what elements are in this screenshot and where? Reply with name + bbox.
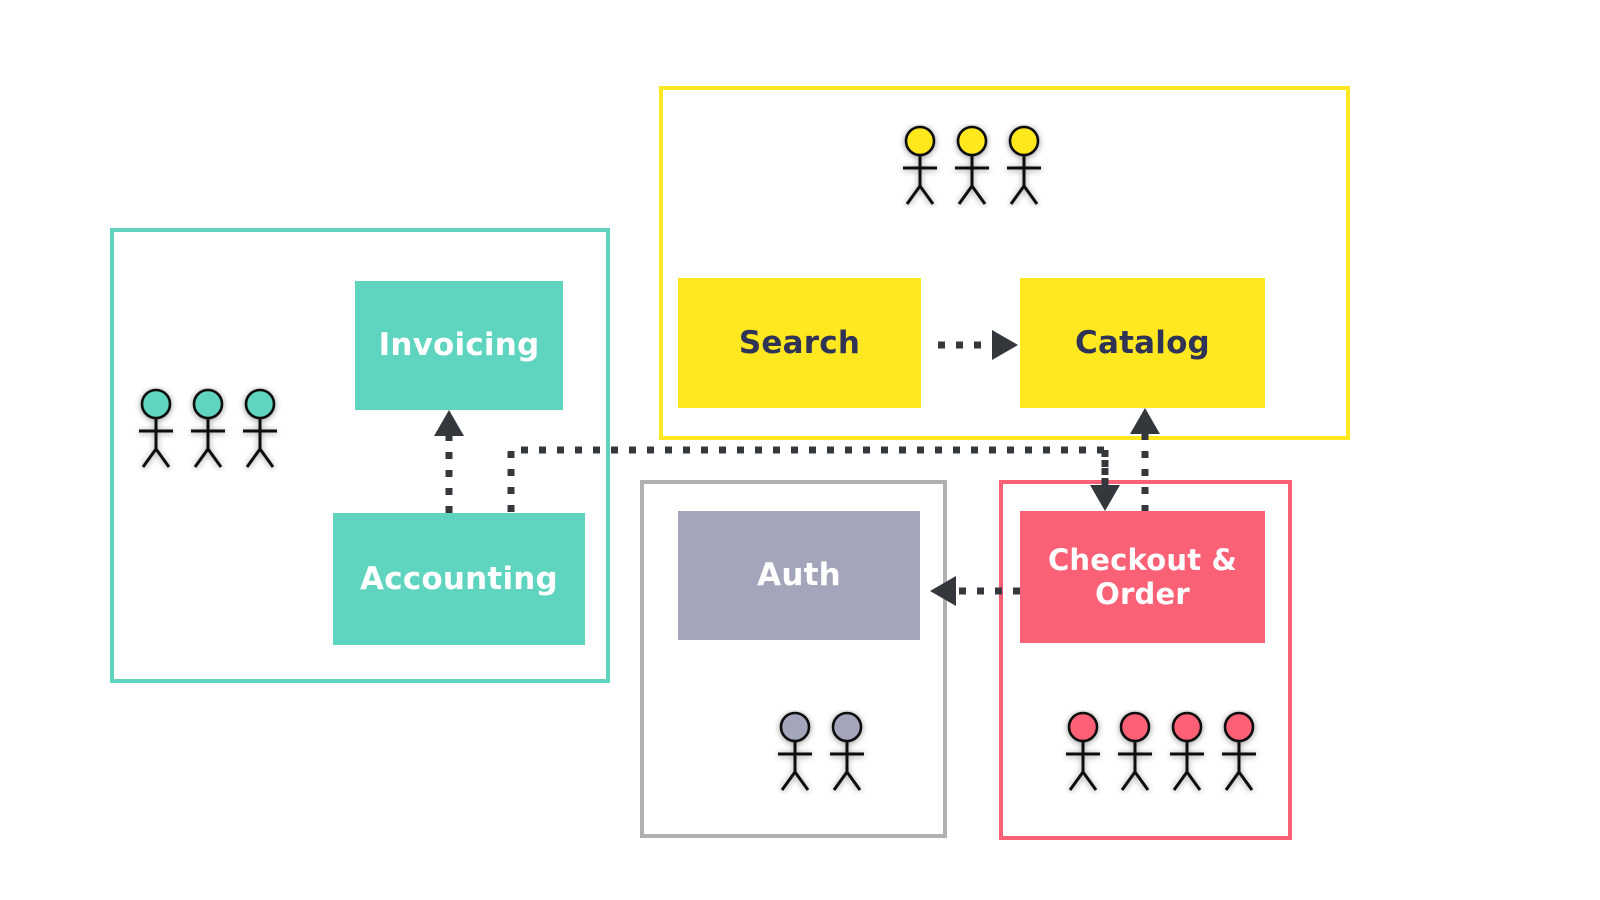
order-actor-group [1060, 710, 1262, 794]
service-box-checkout-order[interactable]: Checkout & Order [1020, 511, 1265, 643]
service-label: Invoicing [378, 327, 540, 364]
billing-actor-group [133, 387, 283, 471]
actor-icon [1164, 710, 1210, 794]
service-box-catalog[interactable]: Catalog [1020, 278, 1265, 408]
shop-group [659, 86, 1350, 440]
service-box-auth[interactable]: Auth [678, 511, 920, 640]
actor-icon [1001, 124, 1047, 208]
service-box-invoicing[interactable]: Invoicing [355, 281, 563, 410]
actor-icon [1112, 710, 1158, 794]
actor-icon [185, 387, 231, 471]
service-label: Auth [757, 557, 841, 594]
actor-icon [133, 387, 179, 471]
actor-icon [772, 710, 818, 794]
actor-icon [949, 124, 995, 208]
actor-icon [1216, 710, 1262, 794]
actor-icon [237, 387, 283, 471]
service-label: Checkout & Order [1047, 542, 1238, 611]
service-box-search[interactable]: Search [678, 278, 921, 408]
service-label: Catalog [1075, 324, 1210, 361]
identity-actor-group [772, 710, 870, 794]
service-label: Search [738, 324, 861, 361]
actor-icon [824, 710, 870, 794]
actor-icon [1060, 710, 1106, 794]
service-label: Accounting [360, 560, 558, 597]
shop-actor-group [897, 124, 1047, 208]
service-box-accounting[interactable]: Accounting [333, 513, 585, 645]
actor-icon [897, 124, 943, 208]
